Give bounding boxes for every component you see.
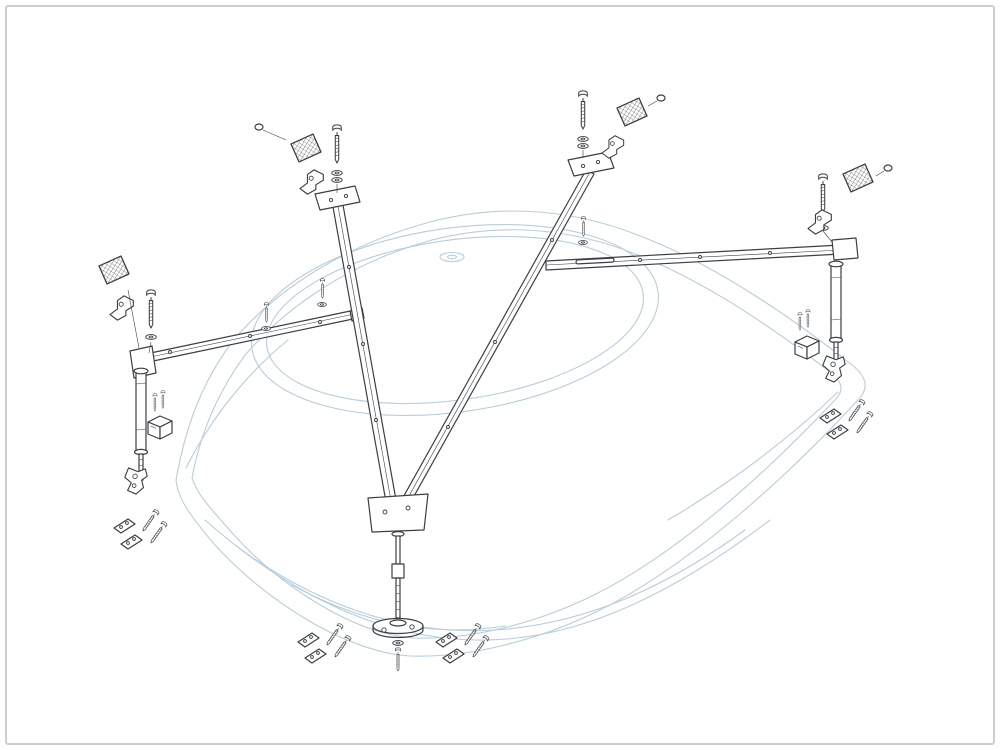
tub-inner-rim xyxy=(191,229,842,639)
frame-legs xyxy=(124,260,846,672)
tub-wall-left xyxy=(185,339,289,469)
screw-icon xyxy=(818,173,828,213)
washer-icon xyxy=(331,170,343,176)
screw-icon xyxy=(152,393,158,412)
washer-icon xyxy=(331,177,343,183)
rail-diagonal-right xyxy=(395,151,615,515)
washer-ring-icon xyxy=(883,164,893,172)
tub-drain xyxy=(439,251,465,263)
washer-icon xyxy=(577,143,589,149)
washer-icon xyxy=(577,136,589,142)
leg-left xyxy=(124,367,149,495)
washer-ring-icon xyxy=(656,94,666,102)
perforated-bracket-icon xyxy=(842,163,874,193)
rail-diagonal-left xyxy=(314,185,399,514)
spacer-block-left xyxy=(147,390,173,440)
foot-bracket-left xyxy=(124,467,148,495)
corner-gusset xyxy=(367,493,429,533)
angle-clip-icon xyxy=(807,209,832,235)
screw-icon xyxy=(332,124,342,164)
spacer-block-icon xyxy=(147,415,173,440)
tub-contour-1 xyxy=(204,519,771,641)
rail-side-right xyxy=(545,237,859,271)
screw-icon xyxy=(578,90,588,130)
leg-right xyxy=(822,260,846,383)
hardware-top-right xyxy=(577,90,666,159)
tub-outer-rim xyxy=(175,210,866,657)
frame-rails xyxy=(129,151,859,533)
tub-drain-center xyxy=(446,254,458,260)
screw-icon xyxy=(160,390,166,409)
perforated-bracket-icon xyxy=(616,97,648,127)
perforated-bracket-icon xyxy=(290,133,322,163)
tub-contour-2 xyxy=(234,529,746,632)
fixing-plates-bottom-center-left xyxy=(298,623,352,663)
hardware-right xyxy=(807,163,893,243)
screw-icon xyxy=(797,312,803,331)
fixing-plates-bottom-left xyxy=(114,509,168,549)
bathtub-outline xyxy=(175,210,866,657)
perforated-bracket-icon xyxy=(98,255,130,285)
washer-icon xyxy=(145,334,157,340)
page-border xyxy=(5,5,995,745)
spacer-block-icon xyxy=(794,335,820,360)
screw-icon xyxy=(805,309,811,328)
washer-ring-icon xyxy=(254,123,264,131)
fixing-plates-right xyxy=(820,399,874,439)
hardware xyxy=(98,90,893,663)
hardware-top-left xyxy=(254,123,343,195)
tub-wall-right xyxy=(667,391,839,521)
screw-icon xyxy=(146,289,156,329)
rail-side-left xyxy=(129,307,365,379)
angle-clip-icon xyxy=(299,169,324,195)
leg-center xyxy=(372,530,424,672)
angle-clip-icon xyxy=(601,135,625,159)
hardware-left xyxy=(98,255,157,354)
spacer-block-right xyxy=(794,309,820,360)
